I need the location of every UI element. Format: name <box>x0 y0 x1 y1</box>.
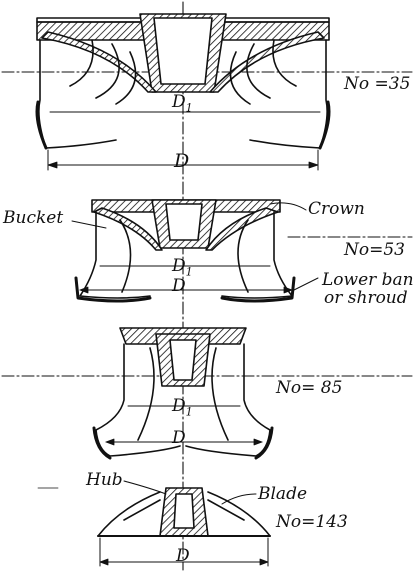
lower-band-label-line1: Lower ban <box>322 270 414 290</box>
runner-1-d-label: D <box>174 150 190 172</box>
lower-band-label-line2: or shroud <box>324 288 408 308</box>
runner-3-d1-subscript: 1 <box>185 405 193 419</box>
runner-1-ns-label: No =35 <box>344 74 411 94</box>
crown-label: Crown <box>308 199 365 219</box>
crown-leader <box>269 202 307 211</box>
runner-2-drawing <box>71 199 413 303</box>
runner-2-d1-letter: D <box>172 256 186 276</box>
bucket-label: Bucket <box>3 208 64 228</box>
runner-1-d1-subscript: 1 <box>185 101 193 115</box>
runner-4-drawing <box>37 480 271 567</box>
blade-label: Blade <box>258 484 308 504</box>
runner-3-ns-label: No= 85 <box>276 378 343 398</box>
runner-1-d1-label: D1 <box>172 92 193 115</box>
hub-label: Hub <box>86 470 123 490</box>
runner-3-d1-label: D1 <box>172 396 193 419</box>
runner-2-d-label: D <box>172 276 186 296</box>
bucket-leader <box>71 220 107 229</box>
lower-band-leader <box>293 277 319 291</box>
runner-3-d-label: D <box>172 428 186 448</box>
blade-leader <box>221 493 257 505</box>
hub-leader <box>123 480 167 495</box>
runner-3-drawing <box>1 327 413 460</box>
runner-3-d1-letter: D <box>172 396 186 416</box>
runner-2-ns-label: No=53 <box>344 240 405 260</box>
runner-4-ns-label: No=143 <box>276 512 348 532</box>
runner-2-d1-subscript: 1 <box>185 265 193 279</box>
runner-2-d1-label: D1 <box>172 256 193 279</box>
runner-1-d1-letter: D <box>172 92 186 112</box>
runner-4-d-label: D <box>176 546 190 566</box>
runner-1-drawing <box>1 13 413 171</box>
